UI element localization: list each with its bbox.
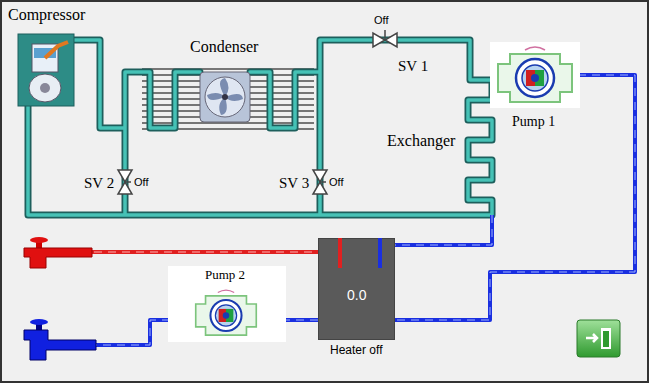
valve-name: SV 3 [279,175,309,192]
pump-icon [189,286,263,340]
pump-name: Pump 2 [205,268,245,282]
compressor-icon [18,34,74,106]
cold-tap [24,319,96,360]
part-name: Condenser [190,38,258,56]
refrigerant-pipe [28,40,492,215]
heater-state: Heater off [330,343,382,357]
valve-name: SV 2 [84,175,114,192]
valve-state: Off [329,176,343,188]
condenser-fan [200,72,250,122]
pump-name: Pump 1 [512,114,555,129]
exit-button [577,320,620,357]
solenoid-valve [118,30,397,194]
condenser-fins [142,66,314,132]
pump-frame [168,266,286,342]
valve-state: Off [374,14,388,26]
heater-box: 0.0Heater off [318,238,395,340]
valve-state: Off [134,176,148,188]
temperature-value: 0.0 [347,287,366,303]
water-pipe [90,75,635,345]
valve-name: SV 1 [398,58,428,75]
part-name: Compressor [8,6,85,24]
pump-icon [490,42,580,108]
part-name: Exchanger [387,132,455,150]
hot-tap [24,237,92,268]
